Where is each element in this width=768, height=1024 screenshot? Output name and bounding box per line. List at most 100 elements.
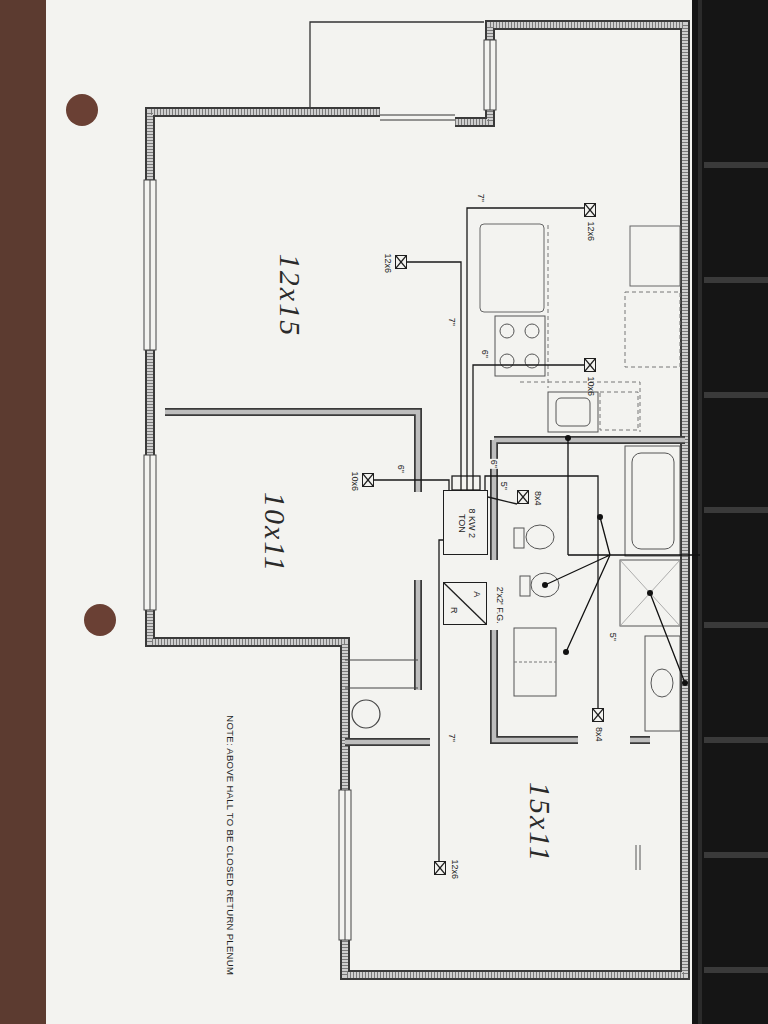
burner — [525, 324, 539, 338]
plumbing-dot — [565, 435, 571, 441]
grille-diagonal — [444, 583, 486, 624]
register-size: 12x6 — [586, 221, 596, 241]
symbol-line — [585, 359, 595, 371]
supply-register: 10x6 — [362, 473, 374, 487]
equipment-rating: 8 KW 2 TON — [456, 506, 477, 540]
plan-note: NOTE: ABOVE HALL TO BE CLOSED RETURN PLE… — [225, 714, 235, 976]
supply-duct — [473, 365, 584, 490]
room-dimension: 10x11 — [259, 490, 292, 573]
register-cross — [396, 256, 406, 268]
supply-duct — [407, 262, 461, 490]
symbol-line — [396, 256, 406, 268]
symbol-line — [593, 709, 603, 721]
supply-register: 12x6 — [584, 203, 596, 217]
door-mark — [636, 845, 640, 870]
register-cross — [435, 862, 445, 874]
symbol-line — [585, 359, 595, 371]
symbol-line — [363, 474, 373, 486]
symbol-line — [396, 256, 406, 268]
keyboard-edge — [698, 0, 702, 1024]
duct-size: 7" — [475, 193, 485, 203]
kitchen-sink — [548, 392, 598, 432]
cabinet-line — [520, 225, 640, 432]
lavatory — [651, 669, 673, 697]
symbol-line — [585, 204, 595, 216]
register-cross — [585, 204, 595, 216]
supply-register: 12x6 — [395, 255, 407, 269]
symbol-line — [444, 583, 486, 624]
cooktop — [495, 316, 545, 376]
register-size: 8x4 — [533, 491, 543, 506]
cabinet — [600, 392, 638, 430]
binder-hole — [84, 604, 116, 636]
refrigerator — [630, 226, 680, 286]
symbol-line — [518, 491, 528, 503]
water-heater — [352, 700, 380, 728]
symbol-line — [435, 862, 445, 874]
duct-size: 7" — [446, 317, 456, 327]
plumbing-line — [545, 438, 700, 683]
paper-sheet — [46, 0, 692, 1024]
linen-closet — [514, 628, 556, 696]
keyboard — [692, 0, 768, 1024]
grille-letter: A — [472, 591, 482, 597]
room-dimension: 12x15 — [274, 252, 307, 337]
shower-slope — [620, 560, 680, 626]
sink-basin — [556, 398, 590, 426]
supply-duct — [467, 208, 584, 490]
toilet — [531, 573, 559, 597]
duct-size: 6" — [488, 459, 498, 469]
supply-plenum — [452, 476, 480, 490]
balcony-outline — [310, 22, 484, 112]
closet-shelf — [514, 662, 556, 663]
register-cross — [518, 491, 528, 503]
plumbing-dot — [647, 590, 653, 596]
register-size: 10x6 — [350, 471, 360, 491]
symbol-line — [363, 474, 373, 486]
register-cross — [593, 709, 603, 721]
symbol-line — [435, 862, 445, 874]
shower — [620, 560, 680, 626]
duct-size: 5" — [607, 632, 617, 642]
duct-size: 7" — [446, 733, 456, 743]
register-size: 10x6 — [586, 376, 596, 396]
register-size: 12x6 — [383, 253, 393, 273]
burner — [500, 354, 514, 368]
duct-size: 6" — [395, 464, 405, 474]
plumbing-dot — [682, 680, 688, 686]
toilet — [526, 525, 554, 549]
duct-size: 6" — [479, 349, 489, 359]
register-size: 8x4 — [594, 726, 604, 741]
return-air-grille: RA2'x2' F.G. — [443, 582, 487, 625]
supply-duct — [374, 480, 449, 490]
window-glass — [150, 40, 490, 940]
cabinet — [625, 292, 680, 367]
burner — [525, 354, 539, 368]
toilet-tank — [520, 576, 530, 596]
keyboard-key-gaps — [704, 165, 768, 970]
supply-register: 12x6 — [434, 861, 446, 875]
grille-letter: R — [449, 607, 459, 614]
burner — [500, 324, 514, 338]
counter — [480, 224, 544, 312]
grille-size: 2'x2' F.G. — [494, 586, 504, 623]
symbol-line — [518, 491, 528, 503]
bathtub — [625, 446, 680, 556]
supply-duct — [488, 497, 517, 504]
supply-register: 8x4 — [517, 490, 529, 504]
plumbing-dot — [563, 649, 569, 655]
supply-duct — [485, 476, 598, 708]
sliding-door — [380, 115, 455, 120]
air-handler: 8 KW 2 TON — [443, 490, 488, 555]
duct-size: 5" — [498, 481, 508, 491]
symbol-line — [593, 709, 603, 721]
supply-register: 10x6 — [584, 358, 596, 372]
closet-shelf — [345, 660, 418, 688]
toilet-tank — [514, 528, 524, 548]
symbol-line — [585, 204, 595, 216]
room-dimension: 15x11 — [524, 780, 557, 863]
